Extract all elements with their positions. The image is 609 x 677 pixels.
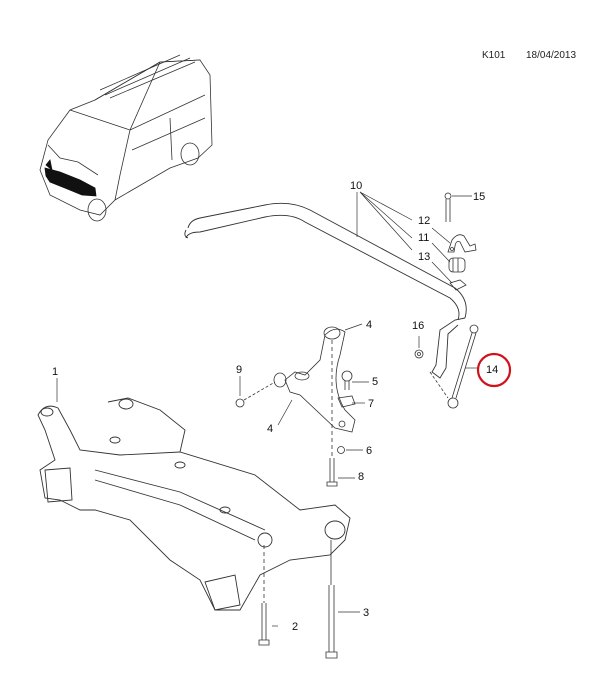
bolt-8: [326, 340, 338, 487]
clamp-7: [337, 395, 356, 408]
nut-6: [337, 446, 345, 454]
callout-7[interactable]: 7: [368, 398, 375, 410]
leader-lines: [56, 191, 478, 627]
clip-13: [449, 279, 467, 291]
callout-4-lower[interactable]: 4: [267, 423, 274, 435]
callout-15[interactable]: 15: [473, 191, 486, 203]
van-subframe-highlight: [44, 159, 97, 197]
control-arm: [273, 326, 356, 433]
subframe: [37, 397, 351, 611]
bushing-11: [448, 257, 466, 273]
clamp-bracket-12: [447, 234, 477, 253]
stabilizer-link-14: [429, 324, 479, 409]
callout-8[interactable]: 8: [358, 471, 365, 483]
callout-4-upper[interactable]: 4: [366, 319, 373, 331]
callout-16[interactable]: 16: [412, 320, 425, 332]
callout-5[interactable]: 5: [372, 376, 379, 388]
bolt-2: [258, 545, 270, 646]
van-illustration: [39, 54, 213, 222]
nut-9: [235, 381, 276, 408]
callout-10[interactable]: 10: [350, 180, 363, 192]
callout-6[interactable]: 6: [366, 445, 373, 457]
stabilizer-bar: [184, 202, 467, 379]
callout-11[interactable]: 11: [418, 232, 430, 244]
callout-1[interactable]: 1: [52, 366, 59, 378]
callout-14[interactable]: 14: [486, 364, 499, 376]
diagram-date: 18/04/2013: [526, 50, 577, 61]
bolt-3: [325, 540, 338, 659]
callout-3[interactable]: 3: [363, 607, 370, 619]
callout-2[interactable]: 2: [292, 621, 299, 633]
callout-9[interactable]: 9: [236, 364, 243, 376]
ball-joint-5: [341, 370, 353, 390]
nut-16: [414, 349, 424, 359]
callout-12[interactable]: 12: [418, 215, 431, 227]
highlight-circle-14: [476, 352, 512, 388]
callout-13[interactable]: 13: [418, 251, 431, 263]
diagram-code: K101: [482, 50, 506, 61]
bolt-15: [444, 192, 452, 222]
